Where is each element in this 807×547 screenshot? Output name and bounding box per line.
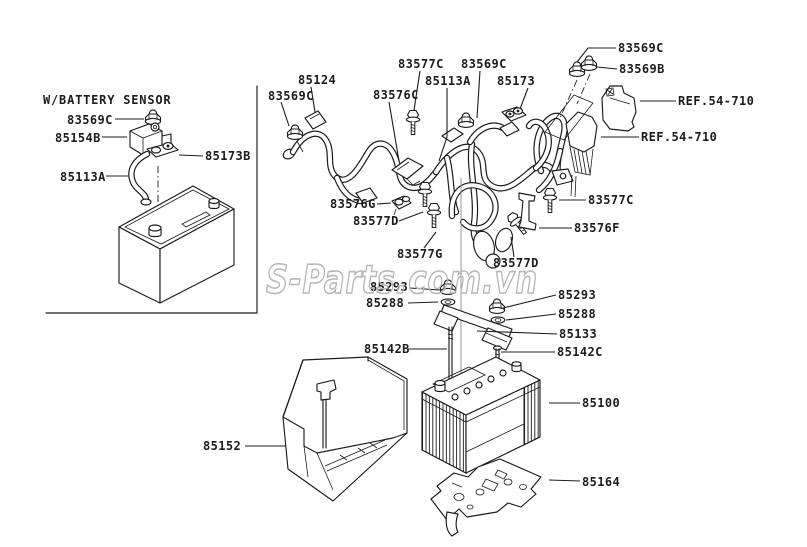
leader [548,479,581,482]
leader [502,294,557,309]
callout-85152: 85152 [203,439,241,453]
inset-label-85173B: 85173B [205,149,251,163]
leader [476,70,481,119]
harness-bracket-83576C [391,157,424,186]
callout-85293-left: 85293 [370,280,408,294]
callout-85133: 85133 [559,327,597,341]
inset-border [45,85,258,314]
nut-part [144,109,162,125]
battery-holddown-assembly [433,178,513,408]
callout-83577C-top: 83577C [398,57,444,71]
callout-85100: 85100 [582,396,620,410]
fuse-block-ref54-710 [565,111,598,198]
bracket-83576F [518,192,537,231]
battery-terminal [434,379,446,393]
bolt-83577D [417,181,433,208]
watermark-text: S-Parts.com.vn [266,258,538,303]
connector [441,127,464,143]
callout-85173: 85173 [497,74,535,88]
inset-battery-drawing [118,185,235,304]
clamp-85173 [501,106,527,122]
inset-label-85113A: 85113A [60,170,106,184]
connector [355,187,378,204]
battery-terminal [148,224,162,238]
callout-83576F: 83576F [574,221,620,235]
terminal-clamp-part [146,142,179,158]
battery-cable-part [131,154,152,206]
relay-box-ref54-710 [601,85,637,132]
wiring-harness-drawing [282,55,637,269]
leader [178,154,204,157]
clamp-plate-85133 [433,304,513,351]
bolt-83577C [405,109,421,136]
bolt-83577C [542,187,558,214]
tray-hook-rod [316,379,337,449]
callout-85288-right: 85288 [558,307,596,321]
leader [510,236,515,258]
centerline [559,79,578,119]
nut-83569B [580,55,598,71]
battery-terminal-end [551,168,574,186]
leader [596,66,618,70]
callout-85142B: 85142B [364,342,410,356]
callout-83576C: 83576C [373,88,419,102]
callout-83569C-right: 83569C [618,41,664,55]
callout-ref54-710-lower: REF.54-710 [641,130,717,144]
leader [388,101,400,162]
battery-terminal [511,361,522,373]
leader [280,101,290,127]
connector [499,121,520,137]
clip-83576G [391,195,412,216]
battery-tray-drawing [282,356,408,502]
leader [476,330,558,335]
leader [438,88,448,162]
inset-title: W/BATTERY SENSOR [43,93,171,107]
inset-label-83569C: 83569C [67,113,113,127]
callout-83577C-right: 83577C [588,193,634,207]
callout-83577D-right: 83577D [493,256,539,270]
leader [296,140,304,153]
callout-85164: 85164 [582,475,620,489]
callout-labels: 83569C 85124 83576C 83577C 85113A 83569C… [203,41,754,489]
inset-label-85154B: 85154B [55,131,101,145]
grommet-loops [473,227,514,269]
callout-83576G: 83576G [330,197,376,211]
centerline [576,73,591,105]
battery-sensor-inset: W/BATTERY SENSOR 83569C 85154B 85173B 85… [43,85,258,314]
callout-83577D-left: 83577D [353,214,399,228]
leader-lines [245,47,676,482]
leader [376,202,392,205]
battery-drawing [421,356,541,474]
callout-83569C-harness-left: 83569C [268,89,314,103]
callout-83569C-top: 83569C [461,57,507,71]
battery-cell-caps [451,369,507,401]
callout-85293-right: 85293 [558,288,596,302]
leader [505,313,557,321]
mount-bracket-drawing [430,458,542,537]
bolt-83577G [426,202,442,229]
callout-83577G: 83577G [397,247,443,261]
leader [519,87,529,110]
leader [423,231,437,249]
callout-85142C: 85142C [557,345,603,359]
nut-83569C [457,112,475,128]
callout-85124: 85124 [298,73,336,87]
leader [398,211,424,222]
callout-83569B: 83569B [619,62,665,76]
leader [413,70,421,111]
callout-85113A-harness: 85113A [425,74,471,88]
leader [576,47,616,63]
callout-ref54-710-upper: REF.54-710 [678,94,754,108]
clip-85124 [304,110,327,130]
leader [409,287,441,291]
callout-85288-left: 85288 [366,296,404,310]
battery-terminal [208,197,220,210]
leader [310,86,316,113]
nut-83569C [286,124,304,140]
leader [407,301,439,304]
